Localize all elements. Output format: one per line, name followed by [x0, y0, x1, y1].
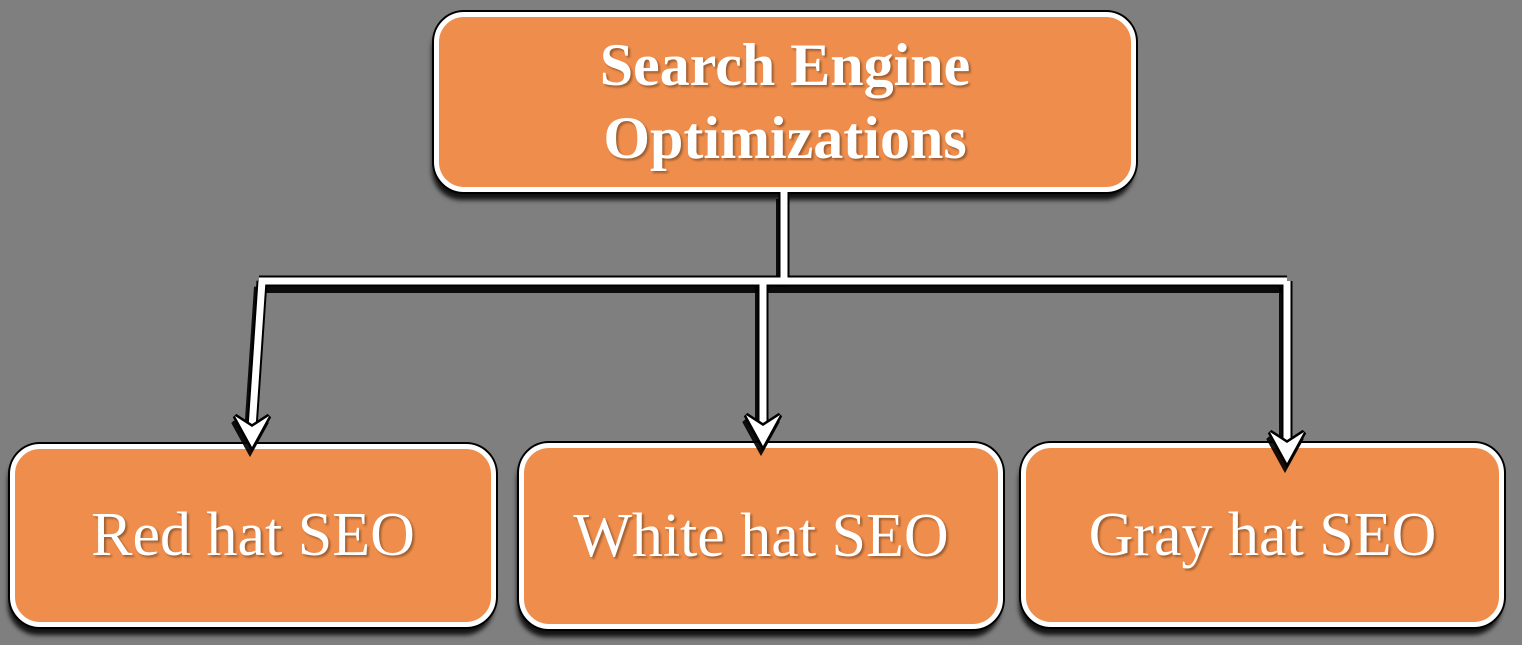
node-gray-hat-seo: Gray hat SEO: [1021, 443, 1504, 627]
white-hat-seo-label: White hat SEO: [573, 501, 949, 570]
connector-left-shadow: [244, 286, 266, 435]
root-node-label: Search Engine Optimizations: [599, 31, 971, 171]
node-red-hat-seo: Red hat SEO: [10, 444, 496, 627]
connector-outline-layer: [246, 193, 1293, 442]
connector-left-outline: [246, 280, 268, 429]
node-white-hat-seo: White hat SEO: [519, 443, 1003, 629]
connector-left: [248, 280, 266, 429]
gray-hat-seo-label: Gray hat SEO: [1088, 500, 1437, 569]
middle-arrowhead-icon: [743, 412, 783, 452]
red-hat-seo-label: Red hat SEO: [91, 501, 415, 569]
connector-shadow-layer: [231, 199, 1304, 474]
connector-core-layer: [248, 191, 1291, 442]
left-arrowhead-icon: [232, 413, 272, 453]
node-search-engine-optimizations: Search Engine Optimizations: [434, 12, 1136, 192]
